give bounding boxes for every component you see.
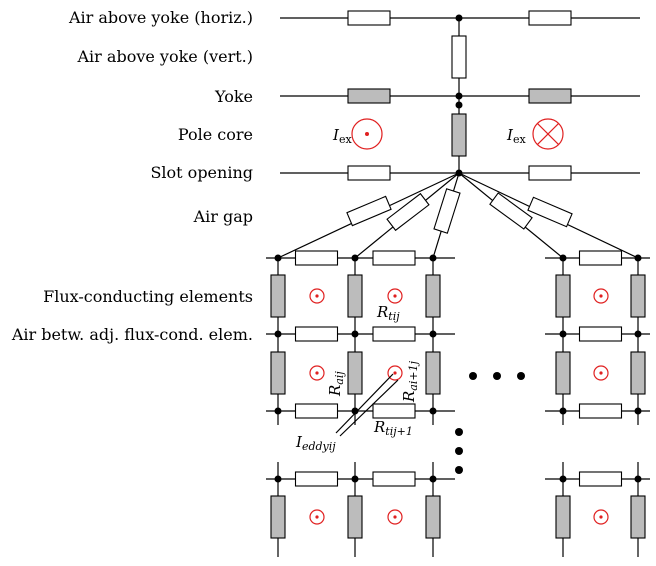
- flux-conducting-grid: [266, 250, 650, 557]
- node: [559, 254, 567, 262]
- resistor-flux-conducting: [347, 274, 363, 318]
- resistor-tangential: [294, 471, 339, 487]
- node: [351, 330, 359, 338]
- resistor-air-horiz-left: [347, 10, 391, 26]
- resistor-tangential: [372, 326, 416, 342]
- node: [634, 407, 642, 415]
- node: [274, 254, 282, 262]
- resistor-tangential: [372, 471, 416, 487]
- node: [455, 101, 463, 109]
- label-yoke: Yoke: [214, 87, 253, 106]
- resistor-tangential: [578, 326, 623, 342]
- resistor-flux-conducting: [630, 274, 646, 318]
- resistor-air-vert: [451, 35, 467, 79]
- air-above-yoke-horiz-branch: [280, 10, 640, 26]
- node: [274, 330, 282, 338]
- resistor-yoke-right: [528, 88, 572, 104]
- resistor-tangential: [372, 250, 416, 266]
- symbol-i-ex-right: Iex: [506, 126, 526, 146]
- resistor-tangential: [578, 471, 623, 487]
- resistor-flux-conducting: [630, 351, 646, 395]
- symbol-i-eddy: Ieddyij: [295, 433, 336, 453]
- resistor-pole-core: [451, 113, 467, 157]
- label-air-between-elements: Air betw. adj. flux-cond. elem.: [11, 325, 253, 344]
- resistor-flux-conducting: [347, 351, 363, 395]
- label-pole-core: Pole core: [178, 125, 253, 144]
- resistor-flux-conducting: [270, 274, 286, 318]
- node: [429, 330, 437, 338]
- label-flux-conducting-elements: Flux-conducting elements: [43, 287, 253, 306]
- label-air-above-yoke-vert: Air above yoke (vert.): [77, 47, 254, 66]
- resistor-flux-conducting: [270, 495, 286, 539]
- current-in-marker-right: [532, 118, 564, 150]
- node: [455, 92, 463, 100]
- resistor-tangential: [294, 250, 339, 266]
- eddy-leader-line-1: [335, 373, 394, 434]
- node: [634, 254, 642, 262]
- current-out-marker-left: [351, 118, 383, 150]
- resistor-flux-conducting: [555, 495, 571, 539]
- symbol-i-ex-left: Iex: [332, 126, 352, 146]
- resistor-air-gap: [527, 196, 573, 228]
- symbol-r-tij1: Rtij+1: [373, 418, 413, 438]
- node: [351, 254, 359, 262]
- symbol-r-aij: Raij: [326, 371, 346, 397]
- yoke-branch: [280, 88, 640, 104]
- resistor-tangential: [294, 403, 339, 419]
- node: [274, 475, 282, 483]
- node: [274, 407, 282, 415]
- current-out-marker: [387, 365, 403, 381]
- resistor-flux-conducting: [347, 495, 363, 539]
- eddy-leader-line-2: [339, 379, 399, 437]
- current-out-marker: [309, 365, 325, 381]
- resistor-slot-left: [347, 165, 391, 181]
- air-gap-branches: [277, 172, 639, 259]
- resistor-flux-conducting: [425, 351, 441, 395]
- resistor-flux-conducting: [630, 495, 646, 539]
- resistor-slot-right: [528, 165, 572, 181]
- node: [351, 407, 359, 415]
- node: [351, 475, 359, 483]
- resistor-flux-conducting: [555, 351, 571, 395]
- ellipsis-horizontal: [469, 372, 525, 380]
- resistor-flux-conducting: [425, 495, 441, 539]
- resistor-tangential: [294, 326, 339, 342]
- node: [559, 475, 567, 483]
- resistor-yoke-left: [347, 88, 391, 104]
- node: [559, 330, 567, 338]
- resistor-flux-conducting: [555, 274, 571, 318]
- current-out-marker: [309, 288, 325, 304]
- resistor-tangential: [578, 403, 623, 419]
- current-out-marker: [309, 509, 325, 525]
- node: [559, 407, 567, 415]
- resistor-air-gap: [346, 195, 392, 227]
- current-out-marker: [387, 288, 403, 304]
- node: [429, 254, 437, 262]
- resistor-air-gap: [433, 188, 461, 234]
- resistor-flux-conducting: [425, 274, 441, 318]
- label-air-above-yoke-horiz: Air above yoke (horiz.): [68, 8, 253, 27]
- current-out-marker: [593, 288, 609, 304]
- node: [429, 407, 437, 415]
- resistor-flux-conducting: [270, 351, 286, 395]
- node: [429, 475, 437, 483]
- node: [634, 330, 642, 338]
- resistor-air-horiz-right: [528, 10, 572, 26]
- current-out-marker: [387, 509, 403, 525]
- node: [634, 475, 642, 483]
- current-out-marker: [593, 509, 609, 525]
- label-air-gap: Air gap: [193, 207, 253, 226]
- ellipsis-vertical: [455, 428, 463, 474]
- symbol-r-ai1j: Rai+1j: [400, 360, 420, 403]
- resistor-air-gap: [489, 192, 533, 230]
- resistor-tangential: [372, 403, 416, 419]
- current-out-marker: [593, 365, 609, 381]
- resistor-tangential: [578, 250, 623, 266]
- symbol-r-tij: Rtij: [376, 303, 400, 323]
- label-slot-opening: Slot opening: [150, 163, 253, 182]
- resistor-air-gap: [386, 192, 430, 232]
